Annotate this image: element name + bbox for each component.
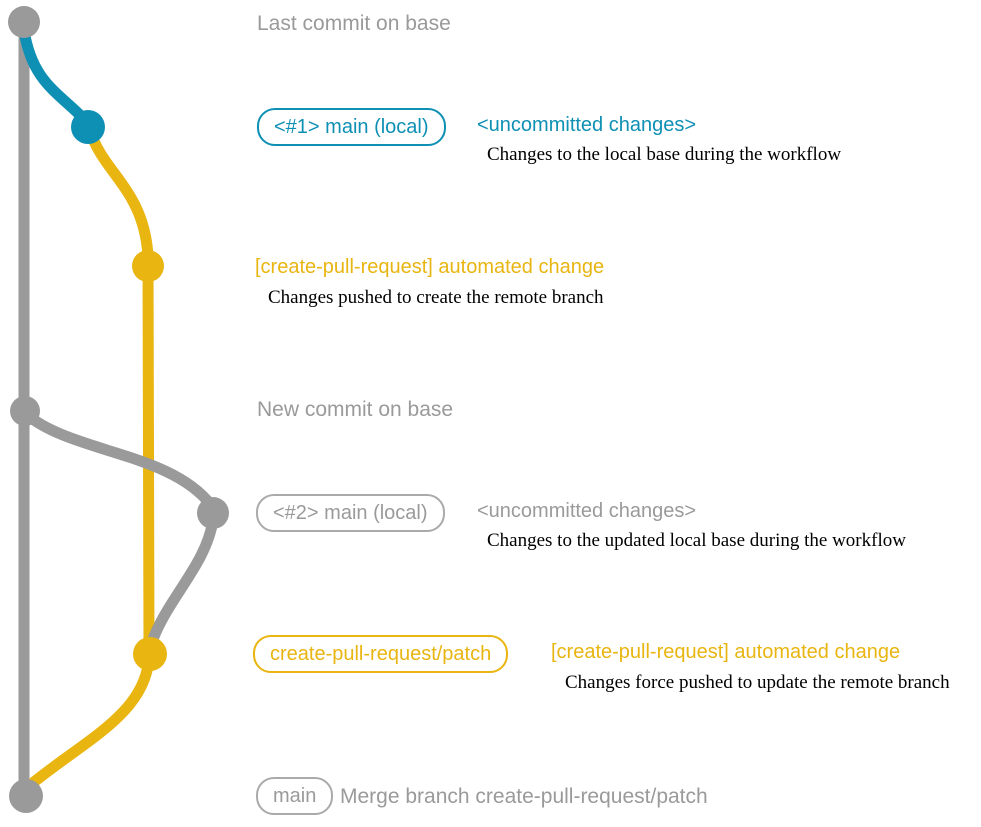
- remote-branch-line: [142, 254, 155, 656]
- commit-node-new-base: [10, 396, 40, 426]
- uncommitted-changes-heading-2: <uncommitted changes>: [477, 500, 697, 522]
- commit-node-local-2: [197, 497, 229, 529]
- remote-branch-curve-top: [84, 125, 154, 262]
- merge-branch-caption: Merge branch create-pull-request/patch: [340, 785, 708, 808]
- uncommitted-changes-description-1: Changes to the local base during the wor…: [487, 144, 842, 165]
- automated-change-description-1: Changes pushed to create the remote bran…: [268, 287, 604, 308]
- automated-change-heading-1: [create-pull-request] automated change: [255, 256, 605, 278]
- commit-node-remote-2: [133, 637, 167, 671]
- branch-badge-main: main: [256, 777, 334, 815]
- commit-node-last-base: [8, 6, 40, 38]
- branch-badge-main-local-1: <#1> main (local): [257, 108, 446, 146]
- automated-change-description-2: Changes force pushed to update the remot…: [565, 672, 950, 693]
- commit-node-merge: [9, 779, 43, 813]
- uncommitted-changes-description-2: Changes to the updated local base during…: [487, 530, 906, 551]
- last-commit-caption: Last commit on base: [257, 12, 451, 35]
- branch-badge-create-pull-request-patch: create-pull-request/patch: [253, 635, 509, 673]
- uncommitted-changes-heading-1: <uncommitted changes>: [477, 114, 697, 136]
- local-branch-curve-1: [18, 24, 91, 126]
- new-commit-caption: New commit on base: [257, 398, 454, 421]
- automated-change-heading-2: [create-pull-request] automated change: [551, 641, 901, 663]
- branch-badge-main-local-2: <#2> main (local): [256, 494, 445, 532]
- commit-node-remote-1: [132, 250, 164, 282]
- updated-local-branch-curve: [20, 408, 217, 511]
- commit-node-local-1: [71, 110, 105, 144]
- remote-branch-curve-bottom: [23, 652, 155, 792]
- rebase-curve: [144, 514, 219, 654]
